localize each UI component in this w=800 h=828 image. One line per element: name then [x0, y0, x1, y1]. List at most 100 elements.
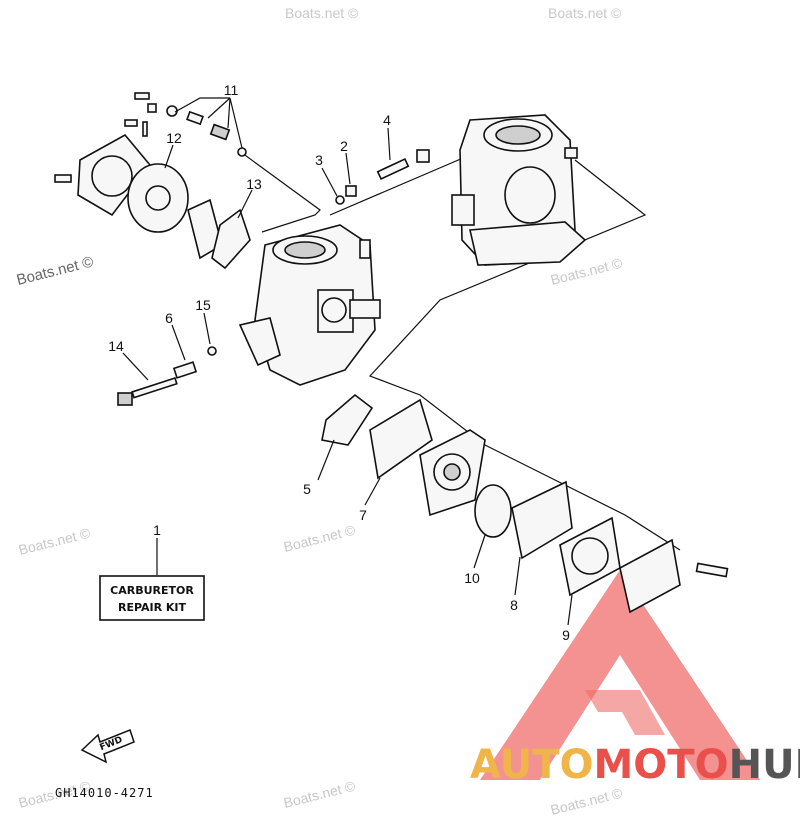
leader-6: [171, 324, 186, 361]
repair-kit-line1: CARBURETOR: [110, 584, 194, 597]
part-2-spring: [345, 185, 357, 197]
carburetor-rear: [451, 114, 587, 266]
cover-boss: [91, 155, 133, 197]
callout-numbers: 1 2 3 4 5 6 7 8 9 10 11 12 13 14 15: [108, 82, 570, 643]
logo-inner-mark: [585, 690, 665, 735]
fuel-pump-body: [419, 429, 486, 517]
leader-11: [207, 97, 231, 119]
plug: [416, 149, 430, 163]
watermark: Boats.net ©: [285, 5, 359, 21]
part-3-oring: [335, 195, 345, 205]
leader-15: [203, 312, 211, 345]
logo-triangle: [480, 570, 760, 780]
leader-13: [237, 189, 253, 219]
washer: [147, 103, 157, 113]
part-10-diaphragm: [474, 484, 512, 538]
carb-screw: [564, 147, 578, 159]
leader-4: [387, 127, 391, 161]
part-11-jets: [124, 92, 247, 157]
pin: [142, 121, 148, 137]
watermark: Boats.net ©: [282, 521, 358, 554]
leader-11: [229, 97, 243, 149]
cover-screw: [54, 174, 72, 183]
carb-throat-inner: [495, 125, 541, 145]
part-5-diaphragm: [321, 393, 374, 446]
carburetor-front: [238, 224, 381, 386]
logo-hub: HUB: [729, 742, 800, 788]
screw: [134, 92, 150, 100]
callout-5: 5: [303, 481, 311, 497]
watermark: Boats.net ©: [549, 784, 625, 817]
part-1-repair-kit: CARBURETOR REPAIR KIT: [99, 538, 205, 621]
carb-fitting: [349, 299, 381, 319]
diagram-code: GH14010-4271: [55, 786, 154, 800]
part-4-screw: [376, 157, 410, 181]
leader-12: [164, 144, 174, 169]
part-13-gasket: [187, 189, 253, 270]
callout-11: 11: [224, 82, 239, 98]
callout-7: 7: [359, 507, 367, 523]
watermark: Boats.net ©: [15, 253, 95, 289]
parts-2-3-4: [321, 127, 430, 205]
callout-1: 1: [153, 522, 161, 538]
watermark: Boats.net ©: [282, 777, 358, 810]
leader-7: [364, 477, 381, 506]
jet: [209, 123, 231, 141]
callout-6: 6: [165, 310, 173, 326]
callout-14: 14: [108, 338, 124, 354]
logo-text: AUTOMOTOHUB: [470, 742, 800, 788]
watermark: Boats.net ©: [548, 5, 622, 21]
callout-12: 12: [166, 130, 182, 146]
leader-2: [345, 152, 351, 185]
repair-kit-box: [99, 575, 205, 621]
pump-valve: [443, 463, 461, 481]
part-14-screw: [131, 377, 178, 399]
carb-side-port: [321, 297, 347, 323]
watermark: Boats.net ©: [17, 524, 93, 557]
leader-11: [227, 97, 231, 129]
carb-screw: [359, 239, 371, 259]
callout-10: 10: [464, 570, 480, 586]
automotohub-logo: AUTOMOTOHUB: [470, 570, 800, 788]
callout-2: 2: [340, 138, 348, 154]
part-7-gasket: [369, 398, 433, 480]
part-8-gasket: [511, 480, 573, 560]
callout-8: 8: [510, 597, 518, 613]
callout-9: 9: [562, 627, 570, 643]
part-9-hole: [571, 537, 609, 575]
o-ring: [166, 105, 178, 117]
part-14-knob: [117, 392, 133, 406]
assembly-line: [237, 149, 321, 233]
leader-3: [321, 167, 338, 197]
carb-venturi: [504, 166, 556, 224]
part-6-spring: [172, 361, 198, 379]
cover-screw: [695, 562, 729, 578]
carb-pump-cover: [238, 317, 281, 367]
gasket: [211, 208, 251, 270]
callout-4: 4: [383, 112, 391, 128]
leader-11: [174, 97, 230, 113]
leader-14: [122, 352, 149, 381]
callout-15: 15: [195, 297, 211, 313]
screw: [124, 119, 138, 127]
logo-moto: MOTO: [594, 742, 729, 788]
fwd-arrow-shape: [80, 729, 135, 764]
parts-8-9-10: [473, 480, 729, 626]
logo-auto: AUTO: [470, 742, 594, 788]
part-12-diaphragm: [127, 144, 189, 233]
leader-5: [317, 439, 335, 481]
part-15-oring: [207, 346, 217, 356]
callout-3: 3: [315, 152, 323, 168]
parts-5-7: [317, 393, 433, 506]
assembly-line: [329, 154, 471, 216]
parts-6-14-15: [117, 312, 217, 406]
diaphragm-center: [145, 185, 171, 211]
o-ring: [237, 147, 247, 157]
carb-side-block: [451, 194, 475, 226]
repair-kit-line2: REPAIR KIT: [118, 601, 187, 614]
pump-cover: [619, 538, 681, 614]
leader-8: [514, 556, 521, 596]
leader-10: [473, 534, 486, 569]
fwd-arrow: FWD: [80, 729, 135, 764]
